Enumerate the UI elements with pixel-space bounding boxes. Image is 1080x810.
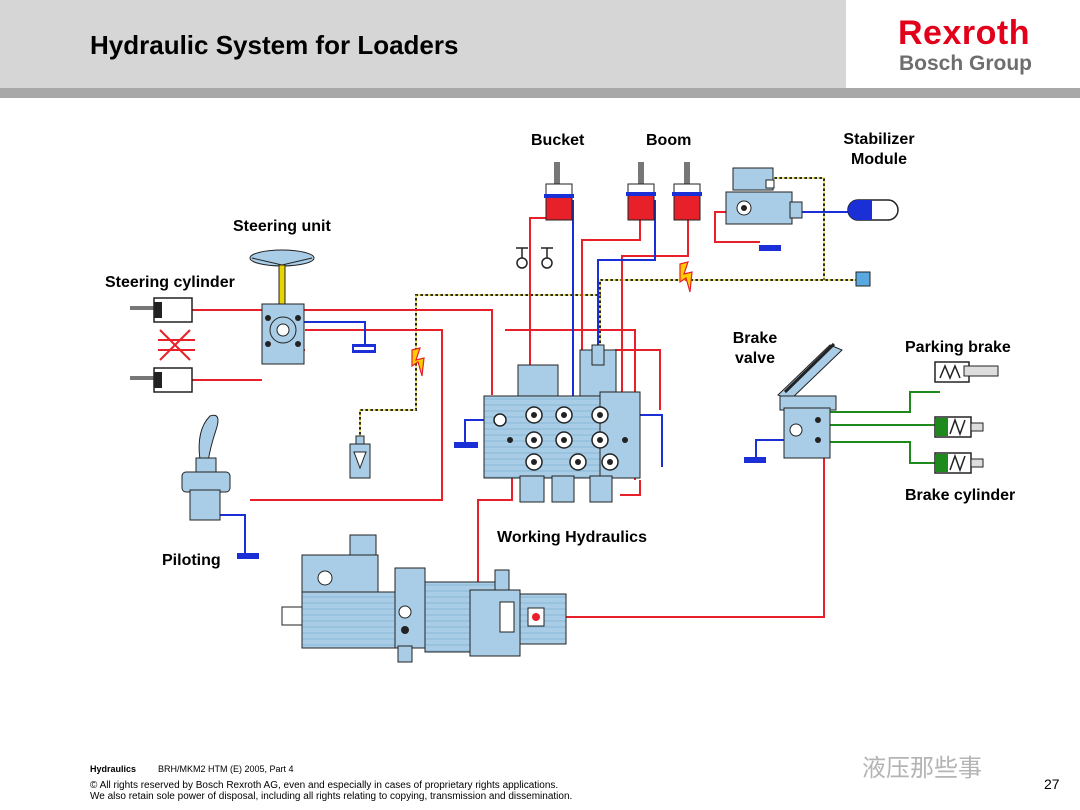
joystick xyxy=(181,414,231,521)
header-divider xyxy=(0,88,1080,98)
brand-logo-text: Rexroth xyxy=(898,14,1030,52)
tank-symbols xyxy=(237,245,781,559)
brake-valve xyxy=(777,342,843,459)
stabilizer-module xyxy=(725,167,803,225)
steering-unit xyxy=(249,249,315,365)
bucket-cylinder xyxy=(544,162,574,221)
pilot-check-points xyxy=(516,247,553,269)
watermark-text: 液压那些事 xyxy=(862,754,982,782)
footer-copyright-line1: © All rights reserved by Bosch Rexroth A… xyxy=(90,780,559,791)
label-brake-valve-line1: Brake xyxy=(732,330,778,347)
label-piloting: Piloting xyxy=(162,552,221,569)
stabilizer-cylinder xyxy=(847,199,899,287)
footer-ref: BRH/MKM2 HTM (E) 2005, Part 4 xyxy=(158,764,294,774)
boom-cylinders xyxy=(626,162,702,221)
header-band xyxy=(0,0,846,88)
label-brake-valve-line2: valve xyxy=(734,350,776,367)
label-steering-unit: Steering unit xyxy=(233,218,331,235)
brand-logo-subtext: Bosch Group xyxy=(899,52,1033,75)
brake-cylinder-upper xyxy=(934,416,984,438)
working-hydraulics-valve xyxy=(483,344,641,503)
label-stabilizer-line2: Module xyxy=(851,151,907,168)
page-number: 27 xyxy=(1044,776,1060,792)
brake-cylinder-lower xyxy=(934,452,984,474)
label-working-hydraulics: Working Hydraulics xyxy=(497,529,647,546)
label-parking-brake: Parking brake xyxy=(905,339,1011,356)
pressure-lines xyxy=(158,200,825,618)
brake-lines xyxy=(830,391,940,464)
label-brake-cylinder: Brake cylinder xyxy=(905,487,1016,504)
label-stabilizer-line1: Stabilizer xyxy=(843,131,915,148)
pump-unit xyxy=(281,534,567,663)
page-title: Hydraulic System for Loaders xyxy=(90,30,459,60)
steering-cylinders xyxy=(130,297,193,393)
label-steering-cylinder: Steering cylinder xyxy=(105,274,235,291)
parking-brake-cylinder xyxy=(934,361,999,383)
footer-section: Hydraulics xyxy=(90,764,137,774)
label-boom: Boom xyxy=(646,132,692,149)
label-bucket: Bucket xyxy=(531,132,585,149)
logo-area xyxy=(846,0,1080,88)
footer-copyright-line2: We also retain sole power of disposal, i… xyxy=(90,791,573,802)
pilot-pressure-valve xyxy=(349,435,371,479)
electric-signal-icons xyxy=(411,261,693,377)
